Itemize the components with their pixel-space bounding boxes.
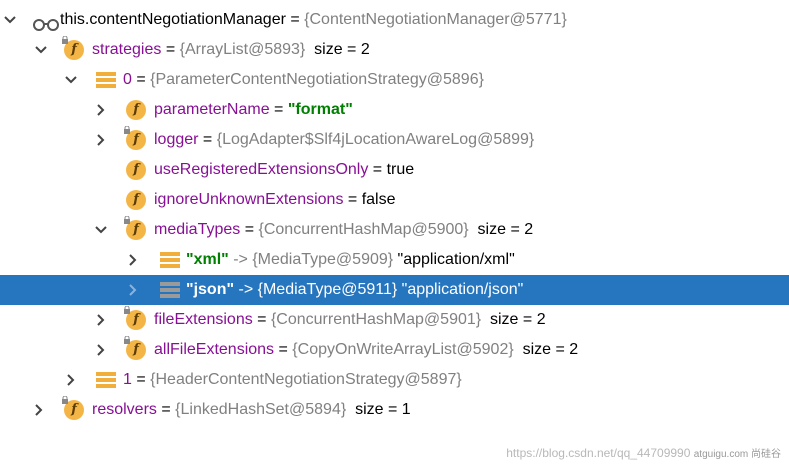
field-icon: f bbox=[126, 160, 146, 180]
field-name: parameterName bbox=[154, 101, 270, 118]
object-ref: {MediaType@5911} bbox=[257, 281, 398, 298]
field-icon: f bbox=[124, 336, 146, 360]
field-name: 1 bbox=[123, 371, 132, 388]
tree-row-fileExtensions[interactable]: f fileExtensions = {ConcurrentHashMap@59… bbox=[0, 305, 789, 335]
size-label: size = 2 bbox=[513, 341, 579, 358]
chevron-down-icon[interactable] bbox=[33, 35, 49, 65]
tree-row-ignoreUnknownExtensions[interactable]: f ignoreUnknownExtensions = false bbox=[0, 185, 789, 215]
size-label: size = 2 bbox=[305, 41, 370, 58]
field-icon: f bbox=[124, 126, 146, 150]
field-name: mediaTypes bbox=[154, 221, 241, 238]
chevron-down-icon[interactable] bbox=[2, 5, 18, 35]
field-name: allFileExtensions bbox=[154, 341, 275, 358]
map-entry-icon bbox=[160, 250, 180, 270]
boolean-value: true bbox=[386, 161, 415, 178]
field-name: ignoreUnknownExtensions bbox=[154, 191, 344, 208]
equals-sign: = bbox=[131, 71, 151, 88]
object-ref: {LinkedHashSet@5894} bbox=[175, 401, 347, 418]
equals-sign: = bbox=[269, 101, 288, 118]
array-element-icon bbox=[96, 70, 116, 90]
field-name: 0 bbox=[123, 71, 132, 88]
object-ref: {ContentNegotiationManager@5771} bbox=[304, 11, 567, 28]
object-ref: {ArrayList@5893} bbox=[179, 41, 306, 58]
boolean-value: false bbox=[361, 191, 396, 208]
tree-row-allFileExtensions[interactable]: f allFileExtensions = {CopyOnWriteArrayL… bbox=[0, 335, 789, 365]
chevron-right-icon[interactable] bbox=[93, 95, 109, 125]
object-ref: {ParameterContentNegotiationStrategy@589… bbox=[150, 71, 484, 88]
watermark-brand: atguigu.com 尚硅谷 bbox=[693, 449, 781, 460]
equals-sign: = bbox=[198, 131, 217, 148]
size-label: size = 2 bbox=[481, 311, 546, 328]
chevron-right-icon[interactable] bbox=[93, 125, 109, 155]
chevron-right-icon[interactable] bbox=[31, 395, 47, 425]
size-label: size = 1 bbox=[346, 401, 411, 418]
field-name: logger bbox=[154, 131, 199, 148]
chevron-right-icon[interactable] bbox=[125, 275, 141, 305]
object-ref: {LogAdapter$Slf4jLocationAwareLog@5899} bbox=[216, 131, 535, 148]
equals-sign: = bbox=[131, 371, 151, 388]
field-icon: f bbox=[62, 396, 84, 420]
field-icon: f bbox=[62, 36, 84, 60]
field-name: strategies bbox=[92, 41, 162, 58]
equals-sign: = bbox=[343, 191, 362, 208]
field-icon: f bbox=[126, 190, 146, 210]
object-ref: {CopyOnWriteArrayList@5902} bbox=[292, 341, 514, 358]
tree-row-root[interactable]: this.contentNegotiationManager = {Conten… bbox=[0, 5, 789, 35]
object-ref: {ConcurrentHashMap@5900} bbox=[258, 221, 469, 238]
size-label: size = 2 bbox=[468, 221, 534, 238]
equals-sign: = bbox=[161, 41, 180, 58]
field-icon: f bbox=[126, 100, 146, 120]
field-name: resolvers bbox=[92, 401, 157, 418]
equals-sign: = bbox=[368, 161, 387, 178]
debugger-variables-tree: this.contentNegotiationManager = {Conten… bbox=[0, 5, 789, 425]
equals-sign: = bbox=[252, 311, 271, 328]
watermark-url: https://blog.csdn.net/qq_44709990 bbox=[506, 446, 691, 460]
arrow-operator: -> bbox=[234, 281, 258, 298]
tree-row-map-entry-xml[interactable]: "xml" -> {MediaType@5909} "application/x… bbox=[0, 245, 789, 275]
arrow-operator: -> bbox=[228, 251, 253, 268]
tree-row-strategies[interactable]: f strategies = {ArrayList@5893} size = 2 bbox=[0, 35, 789, 65]
tree-row-logger[interactable]: f logger = {LogAdapter$Slf4jLocationAwar… bbox=[0, 125, 789, 155]
chevron-right-icon[interactable] bbox=[63, 365, 79, 395]
tree-row-parameterName[interactable]: f parameterName = "format" bbox=[0, 95, 789, 125]
tree-row-resolvers[interactable]: f resolvers = {LinkedHashSet@5894} size … bbox=[0, 395, 789, 425]
tree-row-map-entry-json[interactable]: "json" -> {MediaType@5911} "application/… bbox=[0, 275, 789, 305]
equals-sign: = bbox=[156, 401, 176, 418]
object-ref: {HeaderContentNegotiationStrategy@5897} bbox=[150, 371, 462, 388]
map-key: "xml" bbox=[186, 251, 229, 268]
map-key: "json" bbox=[186, 281, 235, 298]
chevron-right-icon[interactable] bbox=[93, 305, 109, 335]
equals-sign: = bbox=[285, 11, 305, 28]
chevron-right-icon[interactable] bbox=[125, 245, 141, 275]
field-name: useRegisteredExtensionsOnly bbox=[154, 161, 369, 178]
watermark: https://blog.csdn.net/qq_44709990 atguig… bbox=[506, 445, 781, 460]
field-name: this.contentNegotiationManager bbox=[60, 11, 286, 28]
tree-row-element-1[interactable]: 1 = {HeaderContentNegotiationStrategy@58… bbox=[0, 365, 789, 395]
string-value: "application/json" bbox=[397, 281, 524, 298]
object-ref: {MediaType@5909} bbox=[252, 251, 394, 268]
field-icon: f bbox=[124, 306, 146, 330]
tree-row-useRegisteredExtensionsOnly[interactable]: f useRegisteredExtensionsOnly = true bbox=[0, 155, 789, 185]
map-entry-icon bbox=[160, 280, 180, 300]
tree-row-element-0[interactable]: 0 = {ParameterContentNegotiationStrategy… bbox=[0, 65, 789, 95]
equals-sign: = bbox=[240, 221, 259, 238]
tree-row-mediaTypes[interactable]: f mediaTypes = {ConcurrentHashMap@5900} … bbox=[0, 215, 789, 245]
chevron-down-icon[interactable] bbox=[63, 65, 79, 95]
equals-sign: = bbox=[274, 341, 293, 358]
chevron-down-icon[interactable] bbox=[93, 215, 109, 245]
watch-glasses-icon bbox=[33, 13, 59, 43]
field-icon: f bbox=[124, 216, 146, 240]
array-element-icon bbox=[96, 370, 116, 390]
field-name: fileExtensions bbox=[154, 311, 253, 328]
object-ref: {ConcurrentHashMap@5901} bbox=[270, 311, 482, 328]
chevron-right-icon[interactable] bbox=[93, 335, 109, 365]
string-value: "application/xml" bbox=[393, 251, 515, 268]
string-value: "format" bbox=[287, 101, 353, 118]
